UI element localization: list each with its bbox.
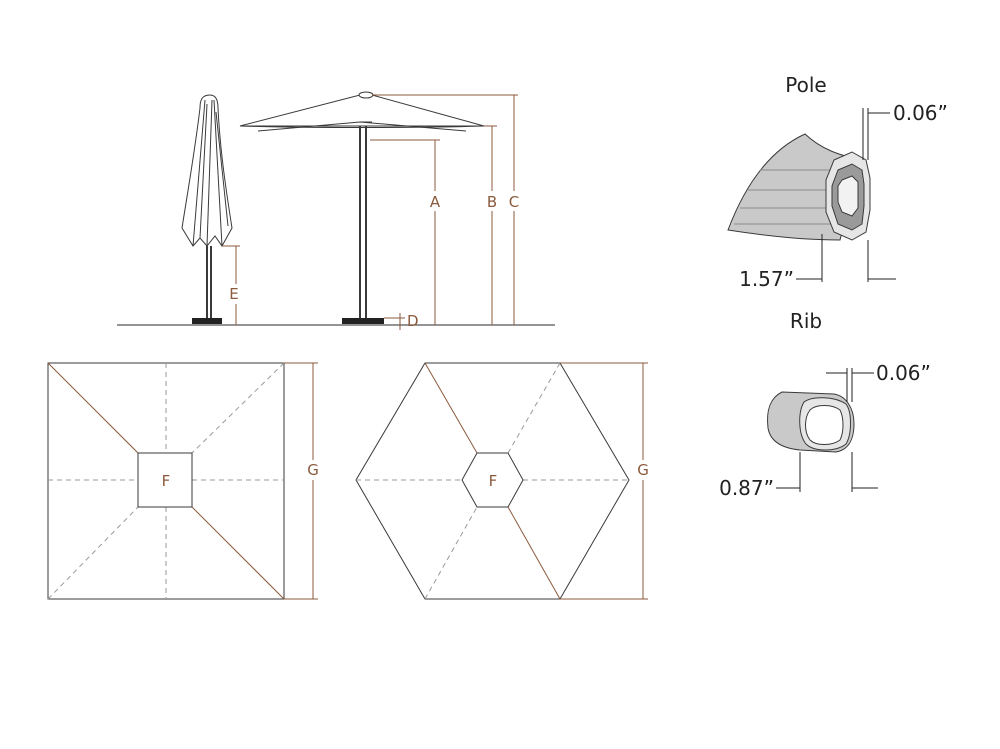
pole-thickness-value: 0.06” — [893, 101, 948, 125]
label-g-square: G — [307, 461, 319, 479]
label-f-square: F — [162, 472, 171, 490]
rib-cross-section — [767, 368, 878, 492]
label-d: D — [407, 312, 419, 330]
pole-cross-section — [727, 108, 896, 282]
square-top-view — [47, 362, 318, 600]
label-e: E — [229, 285, 238, 303]
label-c: C — [509, 193, 519, 211]
side-view — [117, 91, 555, 326]
label-g-hex: G — [637, 461, 649, 479]
dimension-labels: A B C D E — [228, 191, 522, 330]
rib-thickness-value: 0.06” — [876, 361, 931, 385]
hexagon-top-view — [355, 362, 648, 600]
label-a: A — [430, 193, 441, 211]
open-umbrella — [239, 91, 485, 324]
label-b: B — [487, 193, 497, 211]
closed-umbrella — [181, 94, 233, 324]
rib-title: Rib — [790, 309, 822, 333]
pole-width-value: 1.57” — [739, 267, 794, 291]
rib-width-value: 0.87” — [719, 476, 774, 500]
label-f-hex: F — [489, 472, 498, 490]
pole-title: Pole — [785, 73, 826, 97]
